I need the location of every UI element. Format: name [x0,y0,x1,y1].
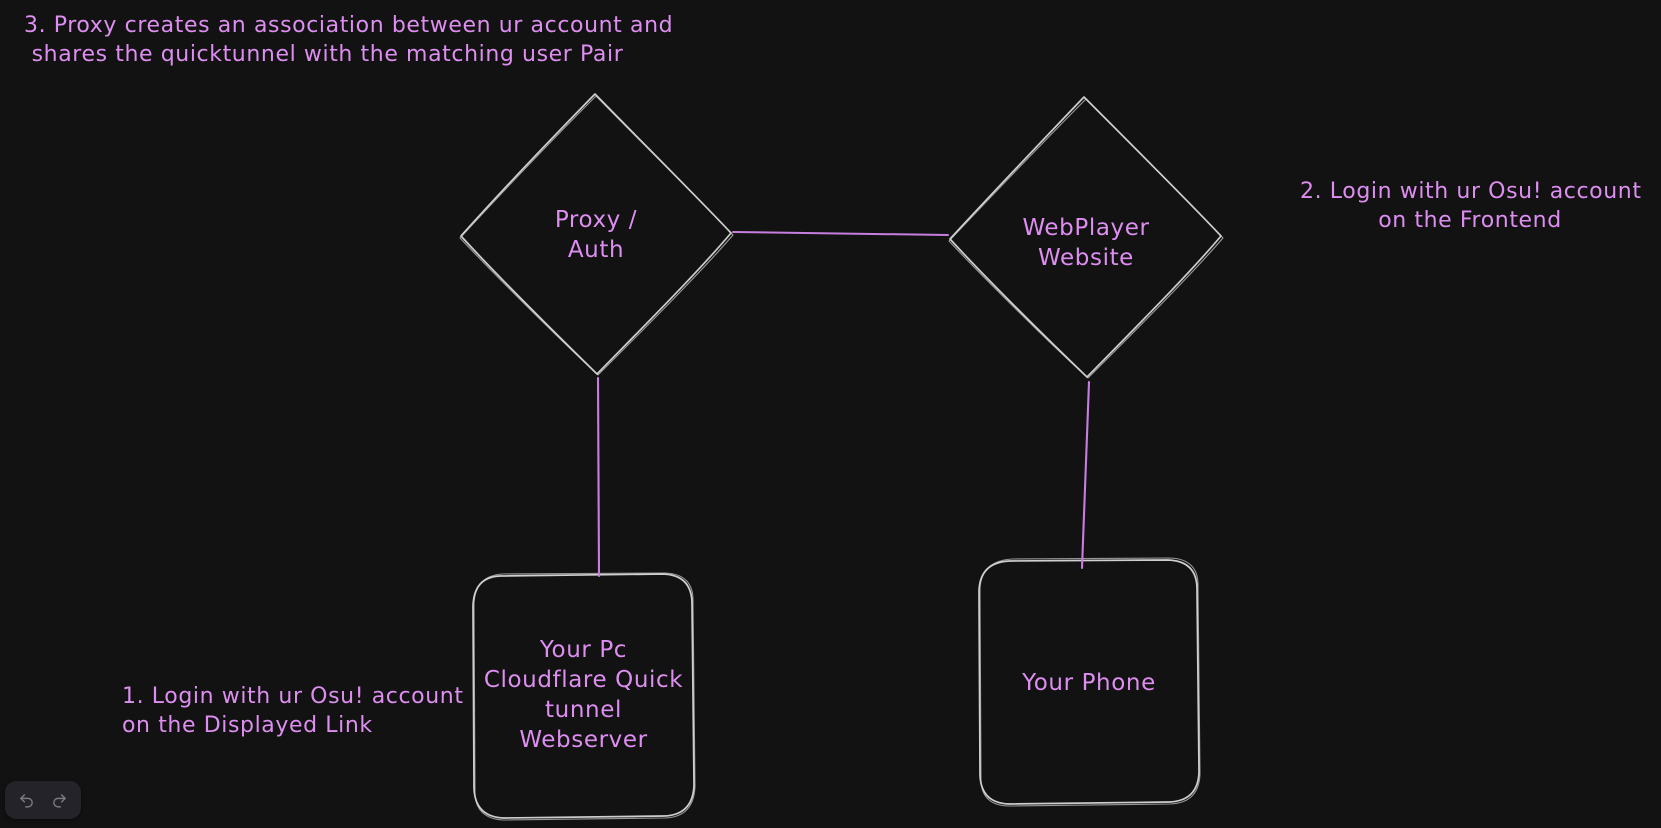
redo-arrow-icon [51,792,68,809]
shape-proxy-auth[interactable] [459,93,734,376]
shape-your-phone[interactable] [978,557,1201,807]
connector-proxy-to-your-pc [596,376,601,578]
connector-webplayer-to-your-phone [1080,380,1091,570]
undo-button[interactable] [11,786,42,814]
shape-webplayer-website[interactable] [948,96,1224,379]
shape-your-pc[interactable] [472,572,696,821]
connector-proxy-to-webplayer [732,231,949,236]
redo-button[interactable] [44,786,75,814]
undo-arrow-icon [18,792,35,809]
history-toolbar[interactable] [5,781,81,819]
